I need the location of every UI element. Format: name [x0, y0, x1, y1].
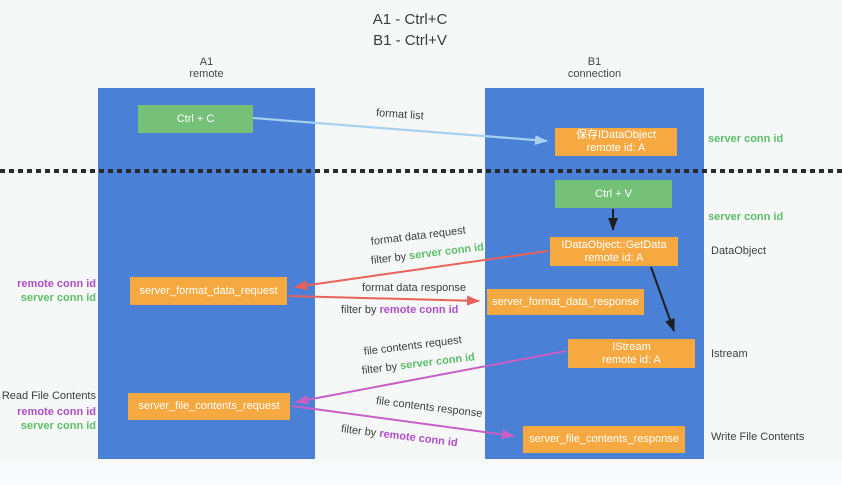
- edge-label-format-data-response: format data response: [362, 282, 466, 294]
- filter-by-text: filter by: [361, 360, 398, 377]
- conn-id-block-mid: remote conn id server conn id: [0, 278, 96, 305]
- edge-label-file-contents-response: file contents response: [375, 395, 484, 421]
- filter-by-text: filter by: [370, 250, 407, 267]
- node-idataobject-getdata-line1: IDataObject::GetData: [561, 238, 667, 251]
- column-header-b1: B1 connection: [485, 56, 704, 80]
- node-save-idataobject: 保存IDataObject remote id: A: [555, 128, 677, 156]
- column-b1-name: B1: [587, 56, 602, 68]
- node-idataobject-getdata-line2: remote id: A: [584, 251, 644, 264]
- istream-label: Istream: [711, 348, 748, 360]
- server-conn-id-label-top: server conn id: [708, 133, 784, 145]
- node-server-format-data-response: server_format_data_response: [487, 289, 644, 315]
- session-divider-line: [0, 169, 842, 173]
- server-conn-id-label-mid: server conn id: [708, 211, 784, 223]
- node-idataobject-getdata: IDataObject::GetData remote id: A: [550, 237, 678, 266]
- edge-label-filter-by-remote-2: filter by remote conn id: [340, 423, 458, 450]
- read-file-contents-label: Read File Contents: [1, 390, 96, 402]
- filter-by-text: filter by: [340, 423, 377, 440]
- node-server-file-contents-request: server_file_contents_request: [128, 393, 290, 420]
- node-server-format-data-request-label: server_format_data_request: [139, 284, 278, 297]
- edge-label-format-list: format list: [375, 107, 425, 123]
- node-istream-line1: IStream: [612, 340, 651, 353]
- diagram-title: A1 - Ctrl+C B1 - Ctrl+V: [0, 9, 820, 51]
- node-ctrl-v: Ctrl + V: [555, 180, 672, 208]
- node-ctrl-v-label: Ctrl + V: [595, 187, 632, 200]
- node-server-format-data-request: server_format_data_request: [130, 277, 287, 305]
- server-conn-id-text: server conn id: [399, 351, 476, 373]
- node-save-idataobject-line2: remote id: A: [586, 142, 646, 154]
- node-server-format-data-response-label: server_format_data_response: [492, 295, 639, 308]
- filter-by-text: filter by: [341, 304, 377, 316]
- write-file-contents-label: Write File Contents: [711, 431, 805, 443]
- column-header-a1: A1 remote: [98, 56, 315, 80]
- node-server-file-contents-request-label: server_file_contents_request: [138, 400, 280, 412]
- column-a1-name: A1: [199, 56, 214, 68]
- node-save-idataobject-line1: 保存IDataObject: [575, 129, 657, 141]
- column-a1-subtitle: remote: [189, 68, 224, 80]
- dataobject-label: DataObject: [711, 245, 767, 257]
- format-data-response-arrow: [288, 295, 480, 306]
- node-ctrl-c: Ctrl + C: [138, 105, 253, 133]
- edge-label-filter-by-remote-1: filter by remote conn id: [341, 304, 458, 317]
- node-server-file-contents-response: server_file_contents_response: [523, 426, 685, 453]
- remote-conn-id-text: remote conn id: [378, 427, 459, 450]
- node-ctrl-c-label: Ctrl + C: [176, 112, 215, 125]
- title-line-1: A1 - Ctrl+C: [372, 11, 448, 28]
- remote-conn-id-text: remote conn id: [17, 278, 96, 290]
- node-server-file-contents-response-label: server_file_contents_response: [529, 433, 679, 445]
- server-conn-id-text: server conn id: [408, 241, 485, 263]
- server-conn-id-text: server conn id: [20, 291, 96, 304]
- conn-id-block-bottom: remote conn id server conn id: [0, 406, 96, 433]
- title-line-2: B1 - Ctrl+V: [373, 32, 447, 49]
- node-istream: IStream remote id: A: [568, 339, 695, 368]
- node-istream-line2: remote id: A: [602, 353, 661, 366]
- remote-conn-id-text: remote conn id: [379, 304, 459, 316]
- remote-conn-id-text: remote conn id: [17, 406, 96, 418]
- column-b1-subtitle: connection: [567, 68, 622, 80]
- server-conn-id-text: server conn id: [20, 419, 96, 432]
